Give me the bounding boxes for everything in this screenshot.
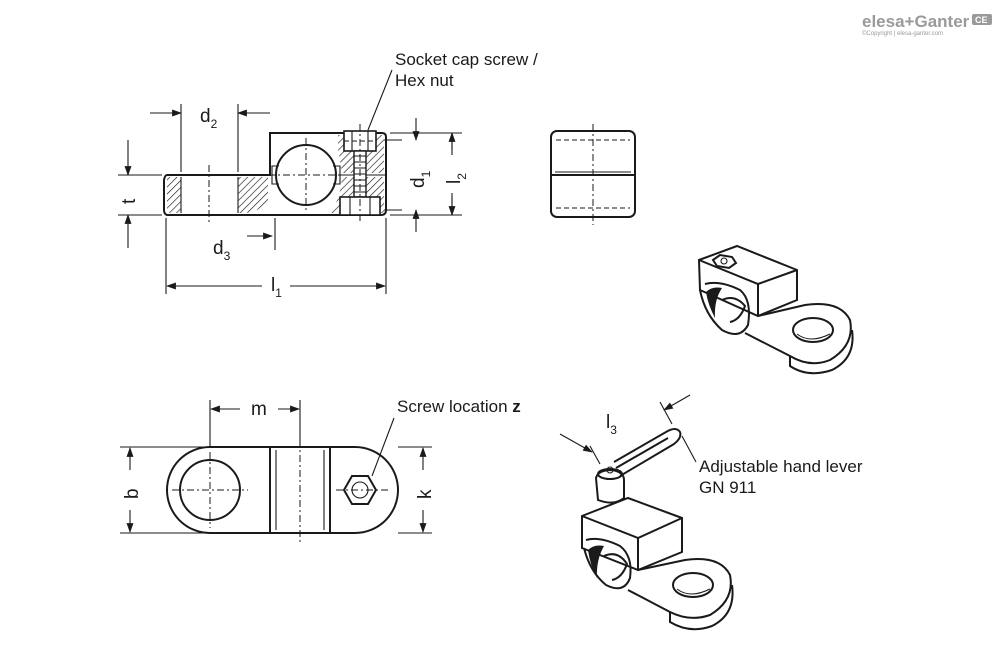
dim-l2-label: l2 — [444, 173, 469, 184]
dim-l1-label: l1 — [271, 275, 282, 300]
dim-l3-label: l3 — [606, 412, 617, 437]
dim-m-label: m — [251, 399, 267, 420]
screw-location-label: Screw location z — [397, 397, 521, 416]
brand-logo: elesa+Ganter ©Copyright | elesa-ganter.c… — [862, 12, 992, 37]
dim-d2-label: d2 — [200, 106, 218, 131]
isometric-lever-section: l3 Adjustable hand lever GN 911 — [559, 394, 863, 631]
end-view-section — [550, 124, 636, 225]
brand-copyright: ©Copyright | elesa-ganter.com — [862, 30, 943, 37]
isometric-view-section — [697, 244, 854, 375]
dim-d3-label: d3 — [213, 238, 231, 263]
dim-d1-label: d1 — [408, 170, 433, 188]
top-view-section: m b k Screw location z — [120, 397, 521, 542]
socket-cap-screw-label-line2: Hex nut — [395, 71, 454, 90]
hand-lever-label-line2: GN 911 — [699, 478, 756, 497]
dim-t-label: t — [119, 198, 140, 204]
dim-b-label: b — [122, 488, 143, 499]
dim-k-label: k — [415, 489, 436, 499]
ce-mark: CE — [975, 15, 988, 25]
side-view-section: d2 t d3 l1 d1 l2 Socket c — [118, 50, 538, 300]
socket-cap-screw-label-line1: Socket cap screw / — [395, 50, 538, 69]
brand-name: elesa+Ganter — [862, 12, 970, 31]
hand-lever-label-line1: Adjustable hand lever — [699, 457, 863, 476]
